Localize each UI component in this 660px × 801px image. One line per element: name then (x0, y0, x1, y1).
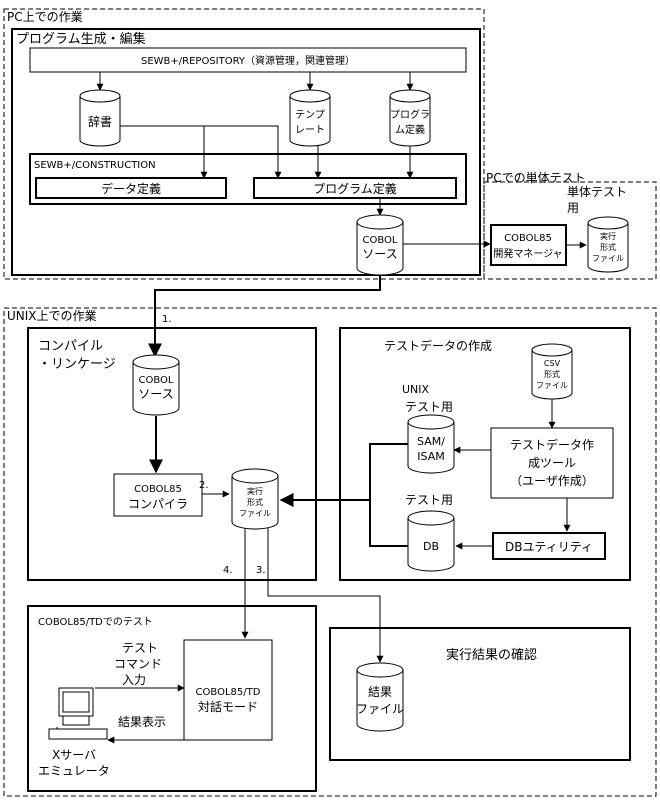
unit-test-for-1: 単体テスト (567, 185, 627, 199)
svg-text:ム定義: ム定義 (395, 123, 425, 136)
svg-text:実行: 実行 (247, 486, 263, 496)
cobol-source-unix-cylinder: COBOL ソース (132, 354, 180, 416)
template-cylinder: テンプ レート (289, 89, 331, 147)
transfer-arrow (148, 275, 381, 358)
dev-manager-label-1: COBOL85 (504, 233, 552, 244)
svg-text:ファイル: ファイル (239, 509, 271, 518)
test-data-tool-label-2: 成ツール (528, 456, 576, 470)
db-cylinder: DB (407, 510, 455, 572)
construction-frame (29, 153, 467, 205)
compile-link-title-1: コンパイル (38, 339, 103, 354)
pc-arrows (96, 72, 491, 248)
sam-isam-cylinder: SAM/ ISAM (407, 414, 455, 474)
repository-label: SEWB+/REPOSITORY（資源管理，関連管理） (141, 54, 355, 67)
pc-work-frame (3, 8, 485, 280)
unix-work-title: UNIX上での作業 (7, 309, 97, 323)
compile-link-title-2: ・リンケージ (38, 357, 116, 372)
test-command-label-2: コマンド (114, 657, 162, 671)
unix-test-for-2: テスト用 (405, 400, 453, 414)
svg-text:SAM/: SAM/ (417, 435, 445, 448)
test-data-tool-label-1: テストデータ作 (510, 437, 594, 452)
td-dialog-box (183, 639, 273, 741)
svg-text:CSV: CSV (544, 359, 561, 368)
pc-unit-test-title: PCでの単体テスト (486, 171, 586, 185)
data-def-label: データ定義 (101, 181, 161, 196)
td-dialog-label-2: 対話モード (198, 699, 258, 714)
compiler-box (113, 473, 203, 517)
dictionary-cylinder: 辞書 (79, 89, 121, 147)
csv-cylinder: CSV 形式 ファイル (531, 343, 573, 400)
step-4-label: 4. (223, 565, 233, 576)
test-data-arrows (279, 399, 571, 550)
result-check-title: 実行結果の確認 (446, 647, 537, 663)
cobol-td-title: COBOL85/TDでのテスト (38, 617, 153, 628)
compiler-label-2: コンパイラ (128, 497, 188, 511)
program-generation-frame (11, 28, 481, 276)
x-server-label-2: エミュレータ (38, 764, 110, 778)
svg-text:辞書: 辞書 (88, 114, 112, 129)
db-utility-label: DBユティリティ (505, 540, 593, 554)
svg-text:実行: 実行 (600, 231, 616, 241)
svg-text:ファイル: ファイル (536, 381, 568, 390)
test-data-tool-label-3: （ユーザ作成） (510, 474, 594, 488)
svg-text:形式: 形式 (544, 369, 560, 379)
test-data-title: テストデータの作成 (384, 338, 492, 353)
td-arrows (95, 528, 249, 744)
svg-text:形式: 形式 (600, 242, 616, 252)
x-server-terminal-icon (48, 687, 108, 740)
svg-text:プログラ: プログラ (390, 108, 430, 121)
program-def-box (253, 177, 457, 199)
svg-text:レート: レート (295, 125, 325, 136)
svg-text:テンプ: テンプ (295, 109, 325, 121)
construction-label: SEWB+/CONSTRUCTION (34, 160, 156, 171)
data-def-box (35, 177, 227, 199)
dev-manager-label-2: 開発マネージャ (493, 247, 562, 260)
pc-work-title: PC上での作業 (7, 10, 83, 24)
test-command-label-3: 入力 (122, 673, 146, 687)
program-generation-title: プログラム生成・編集 (16, 31, 146, 47)
unit-test-for-2: 用 (567, 201, 579, 215)
repository-box (29, 47, 467, 73)
program-def-label: プログラム定義 (313, 181, 397, 196)
svg-text:DB: DB (423, 540, 439, 553)
cobol-source-pc-cylinder: COBOL ソース (356, 214, 404, 276)
exec-to-result-arrow (267, 528, 384, 663)
x-server-label-1: Xサーバ (52, 748, 96, 762)
svg-text:ISAM: ISAM (417, 450, 444, 463)
svg-text:形式: 形式 (247, 497, 263, 507)
result-display-label: 結果表示 (118, 715, 166, 729)
db-test-for: テスト用 (405, 493, 453, 507)
result-check-frame (329, 627, 631, 761)
db-utility-box (492, 532, 606, 560)
test-command-label-1: テスト (122, 641, 158, 655)
unix-test-for-1: UNIX (402, 383, 430, 396)
step-2-label: 2. (199, 480, 209, 491)
step-3-label: 3. (256, 565, 266, 576)
exec-pc-cylinder: 実行 形式 ファイル (587, 216, 629, 273)
td-dialog-label-1: COBOL85/TD (196, 687, 261, 698)
program-def-cylinder: プログラ ム定義 (389, 89, 431, 147)
result-file-cylinder: 結果 ファイル (356, 662, 404, 732)
svg-text:ソース: ソース (362, 247, 397, 261)
svg-text:ファイル: ファイル (356, 702, 404, 716)
unix-work-frame (3, 307, 657, 797)
svg-text:COBOL: COBOL (363, 235, 398, 246)
pc-unit-test-frame (483, 181, 657, 280)
step-1-label: 1. (162, 314, 172, 325)
test-data-tool-box (490, 427, 614, 499)
dev-manager-box (490, 224, 567, 266)
svg-text:ファイル: ファイル (592, 254, 624, 263)
compiler-label-1: COBOL85 (134, 484, 182, 495)
svg-text:COBOL: COBOL (139, 375, 174, 386)
cobol-td-frame (27, 605, 317, 792)
svg-text:結果: 結果 (368, 685, 392, 699)
compile-link-frame (27, 327, 317, 581)
exec-unix-cylinder: 実行 形式 ファイル (231, 468, 279, 530)
svg-text:ソース: ソース (138, 387, 173, 401)
test-data-frame (339, 327, 631, 581)
